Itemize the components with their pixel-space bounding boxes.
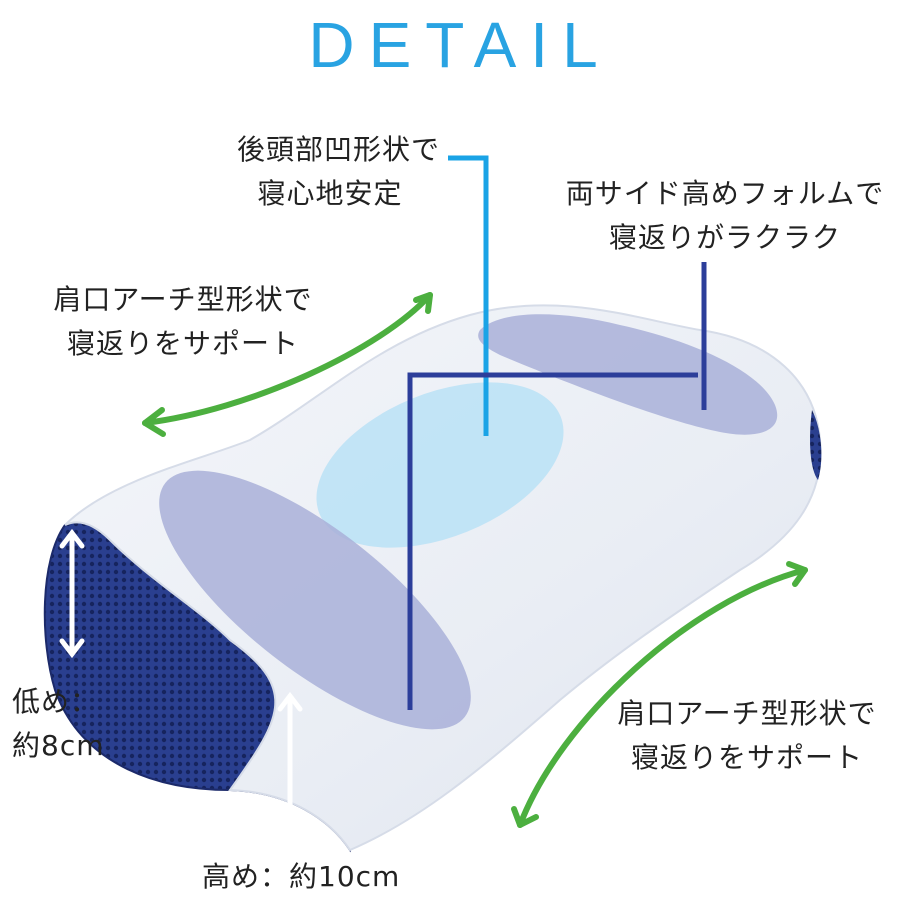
pillow-mesh-edge-right [810, 410, 822, 480]
callout-head-hollow: 後頭部凹形状で 寝心地安定 [150, 128, 440, 216]
callout-side-high-line1: 両サイド高めフォルムで [565, 177, 885, 210]
callout-shoulder-arch-left: 肩口アーチ型形状で 寝返りをサポート [18, 278, 348, 366]
callout-head-hollow-line2: 寝心地安定 [257, 177, 403, 210]
callout-line-side-high-branch [407, 372, 698, 710]
page-title: DETAIL [308, 9, 612, 81]
white-double-arrow-icon [277, 691, 303, 843]
zone-head-hollow [316, 382, 564, 548]
callout-side-high-line2: 寝返りがラクラク [608, 221, 841, 254]
callout-line-head-hollow [448, 155, 489, 436]
green-double-arrow-icon [142, 292, 433, 437]
green-double-arrow-icon [511, 561, 808, 828]
white-double-arrow-icon [59, 528, 85, 659]
callout-high-height: 高め：約10cm [202, 860, 401, 893]
pillow-body [64, 304, 822, 852]
callout-shoulder-arch-left-line2: 寝返りをサポート [66, 327, 299, 360]
callout-side-high: 両サイド高めフォルムで 寝返りがラクラク [535, 172, 915, 260]
callout-shoulder-arch-right-line1: 肩口アーチ型形状で [617, 697, 877, 730]
callout-shoulder-arch-right-line2: 寝返りをサポート [630, 741, 863, 774]
callout-low-height-line2: 約8cm [12, 729, 105, 762]
callout-low-height: 低め： 約8cm [12, 680, 105, 768]
zone-side-high-near [159, 470, 471, 730]
callout-head-hollow-line1: 後頭部凹形状で [236, 133, 440, 166]
callout-shoulder-arch-left-line1: 肩口アーチ型形状で [53, 283, 313, 316]
callout-shoulder-arch-right: 肩口アーチ型形状で 寝返りをサポート [582, 692, 912, 780]
callout-low-height-line1: 低め： [12, 685, 100, 718]
